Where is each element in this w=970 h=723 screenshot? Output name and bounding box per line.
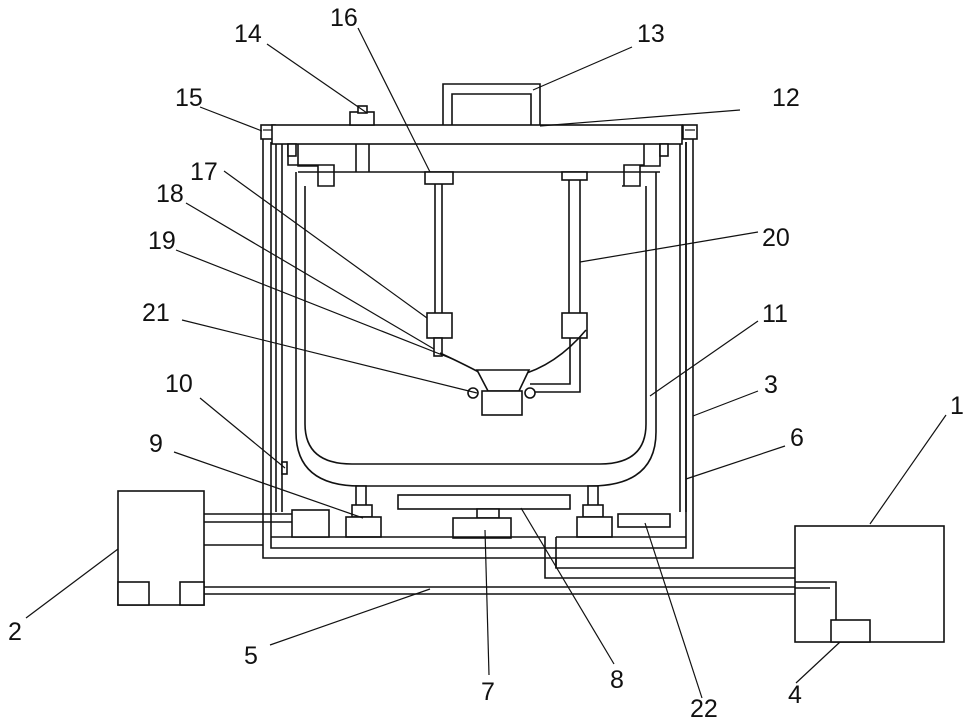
callout-22: 22: [690, 695, 718, 723]
callout-7: 7: [481, 678, 495, 706]
callout-4: 4: [788, 681, 802, 709]
callout-20: 20: [762, 224, 790, 252]
right-rod-assembly: [530, 172, 587, 392]
callout-6: 6: [790, 424, 804, 452]
callout-12: 12: [772, 84, 800, 112]
connecting-pipe: [204, 587, 795, 594]
lid-handle: [443, 84, 540, 125]
callout-18: 18: [156, 180, 184, 208]
left-control-box: [118, 491, 204, 605]
right-tank: [795, 526, 944, 642]
callout-15: 15: [175, 84, 203, 112]
callout-8: 8: [610, 666, 624, 694]
inner-liner: [276, 142, 686, 512]
callout-11: 11: [762, 300, 788, 328]
motor: [453, 509, 511, 538]
callout-5: 5: [244, 642, 258, 670]
inner-pot: [296, 172, 656, 486]
rim-right: [683, 125, 697, 139]
lid-plate: [272, 125, 682, 144]
lid-underside-profile: [288, 144, 660, 186]
callout-10: 10: [165, 370, 193, 398]
left-rod-assembly: [425, 172, 453, 356]
callout-17: 17: [190, 158, 218, 186]
callout-3: 3: [764, 371, 778, 399]
callout-1: 1: [950, 392, 964, 420]
discharge-funnel: [468, 370, 535, 415]
left-support: [346, 486, 381, 537]
heating-plate: [398, 495, 570, 509]
callout-14: 14: [234, 20, 262, 48]
callout-21: 21: [142, 299, 170, 327]
callout-16: 16: [330, 4, 358, 32]
right-support: [577, 486, 612, 537]
callout-13: 13: [637, 20, 665, 48]
callout-19: 19: [148, 227, 176, 255]
sensor-block: [618, 514, 670, 527]
left-connector-block: [292, 510, 329, 537]
callout-2: 2: [8, 618, 22, 646]
callout-9: 9: [149, 430, 163, 458]
